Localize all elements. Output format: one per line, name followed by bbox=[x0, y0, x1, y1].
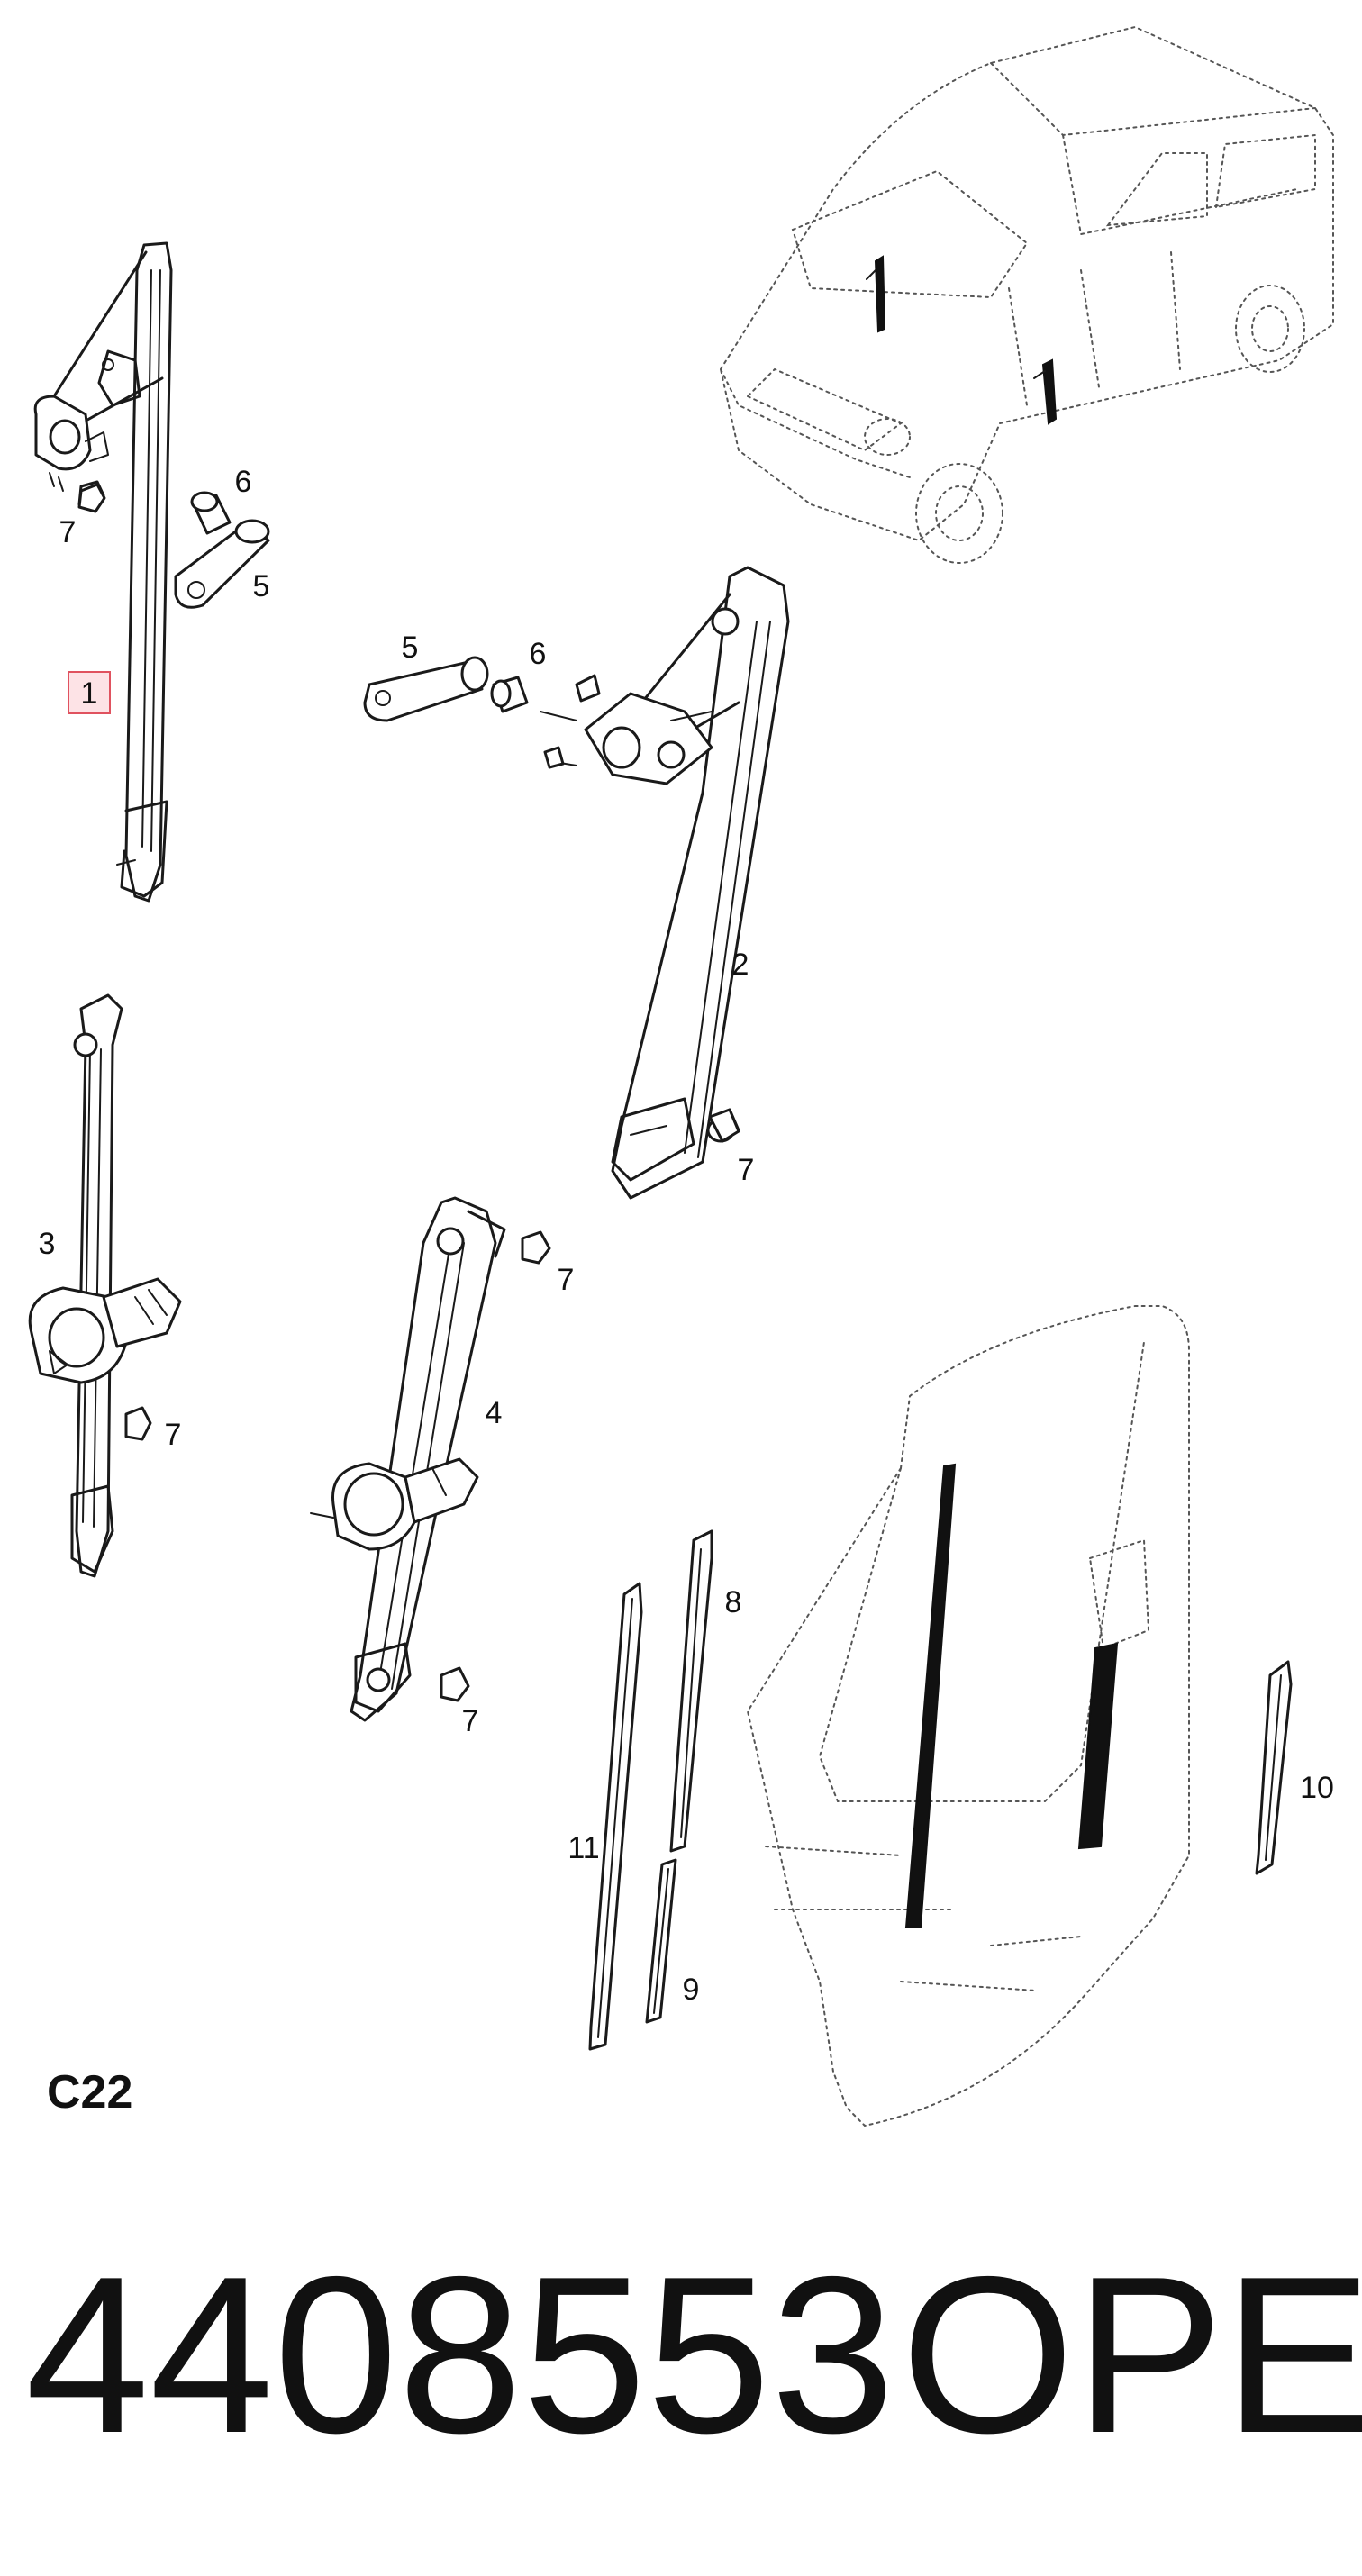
callout-11: 11 bbox=[568, 1831, 599, 1865]
part-5-handle-middle bbox=[363, 656, 489, 722]
part-4-window-regulator bbox=[310, 1196, 506, 1722]
van-illustration bbox=[719, 25, 1334, 564]
callout-1: 1 bbox=[81, 676, 98, 711]
callout-7-a: 7 bbox=[59, 515, 77, 549]
brand-name: OPEL bbox=[901, 2229, 1362, 2480]
callout-1-highlight bbox=[68, 671, 111, 714]
door-illustration bbox=[746, 1305, 1190, 2127]
callout-10: 10 bbox=[1300, 1771, 1334, 1805]
part-7-nut-5 bbox=[440, 1666, 470, 1702]
callout-4: 4 bbox=[486, 1396, 503, 1430]
sheet-code: C22 bbox=[47, 2066, 132, 2118]
callout-2: 2 bbox=[732, 948, 749, 982]
callout-7-c: 7 bbox=[558, 1263, 575, 1297]
callout-3: 3 bbox=[39, 1227, 56, 1261]
part-2-window-regulator bbox=[540, 566, 790, 1200]
callout-7-b: 7 bbox=[738, 1153, 755, 1187]
callout-7-e: 7 bbox=[462, 1704, 479, 1738]
part-7-nut-1 bbox=[77, 483, 106, 513]
part-number: 4408553 bbox=[25, 2229, 894, 2480]
part-10-seal-strip bbox=[1255, 1660, 1293, 1875]
callout-7-d: 7 bbox=[165, 1418, 182, 1452]
callout-6-upper: 6 bbox=[235, 465, 252, 499]
part-5-handle-upper bbox=[174, 519, 270, 609]
part-7-nut-3 bbox=[521, 1230, 551, 1265]
callout-5-upper: 5 bbox=[253, 569, 270, 603]
callout-5-middle: 5 bbox=[402, 630, 419, 665]
part-9-seal-strip bbox=[645, 1858, 677, 2024]
part-6-bushing-upper bbox=[190, 491, 232, 535]
callout-6-middle: 6 bbox=[530, 637, 547, 671]
part-7-nut-4 bbox=[124, 1406, 152, 1441]
part-8-seal-strip bbox=[669, 1529, 713, 1853]
part-7-nut-2 bbox=[708, 1108, 740, 1143]
callout-9: 9 bbox=[683, 1973, 700, 2007]
part-6-bushing-middle bbox=[490, 676, 529, 713]
part-11-seal-strip bbox=[588, 1582, 643, 2051]
callout-8: 8 bbox=[725, 1585, 742, 1619]
part-3-window-regulator bbox=[28, 993, 182, 1578]
part-1-window-regulator bbox=[33, 241, 173, 903]
